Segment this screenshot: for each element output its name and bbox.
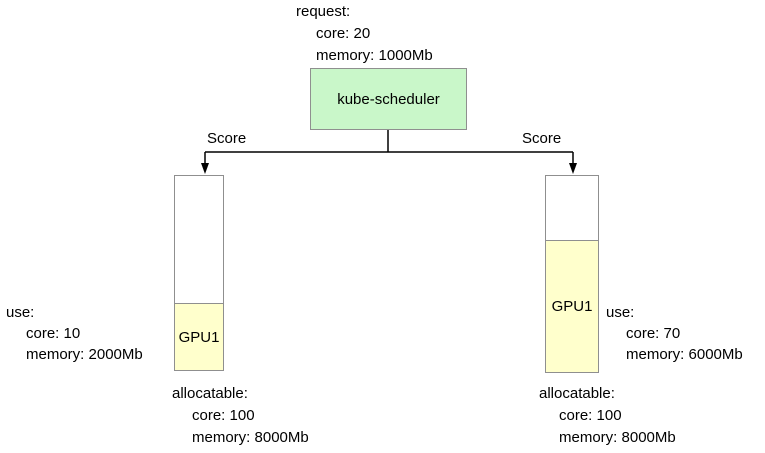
request-core: core: 20 — [316, 25, 371, 42]
request-title: request: — [296, 3, 351, 20]
right-arrowhead-icon — [569, 163, 577, 174]
allocatable-core-right: core: 100 — [559, 407, 622, 424]
score-label-right: Score — [522, 130, 562, 147]
use-core-left: core: 10 — [26, 325, 81, 342]
node-box-left: GPU1 — [174, 175, 224, 371]
use-memory-right: memory: 6000Mb — [626, 346, 743, 363]
allocatable-core-left: core: 100 — [192, 407, 255, 424]
use-memory-left: memory: 2000Mb — [26, 346, 143, 363]
use-title-left: use: — [6, 304, 35, 321]
allocatable-info-right: allocatable: core: 100 memory: 8000Mb — [539, 383, 676, 449]
gpu-label-left: GPU1 — [178, 328, 220, 346]
allocatable-title-left: allocatable: — [172, 385, 248, 402]
node-box-right: GPU1 — [545, 175, 599, 373]
use-info-right: use: core: 70 memory: 6000Mb — [606, 302, 743, 365]
allocatable-info-left: allocatable: core: 100 memory: 8000Mb — [172, 383, 309, 449]
use-core-right: core: 70 — [626, 325, 681, 342]
request-info: request: core: 20 memory: 1000Mb — [296, 1, 433, 67]
kube-scheduler-label: kube-scheduler — [337, 90, 440, 108]
request-memory: memory: 1000Mb — [316, 47, 433, 64]
gpu-label-right: GPU1 — [551, 298, 593, 315]
use-title-right: use: — [606, 304, 635, 321]
score-label-left: Score — [207, 130, 247, 147]
use-info-left: use: core: 10 memory: 2000Mb — [6, 302, 143, 365]
kube-scheduler-box: kube-scheduler — [310, 68, 467, 130]
left-arrowhead-icon — [201, 163, 209, 174]
allocatable-memory-right: memory: 8000Mb — [559, 429, 676, 446]
allocatable-memory-left: memory: 8000Mb — [192, 429, 309, 446]
allocatable-title-right: allocatable: — [539, 385, 615, 402]
gpu-block-right: GPU1 — [546, 240, 598, 372]
gpu-block-left: GPU1 — [175, 303, 223, 370]
